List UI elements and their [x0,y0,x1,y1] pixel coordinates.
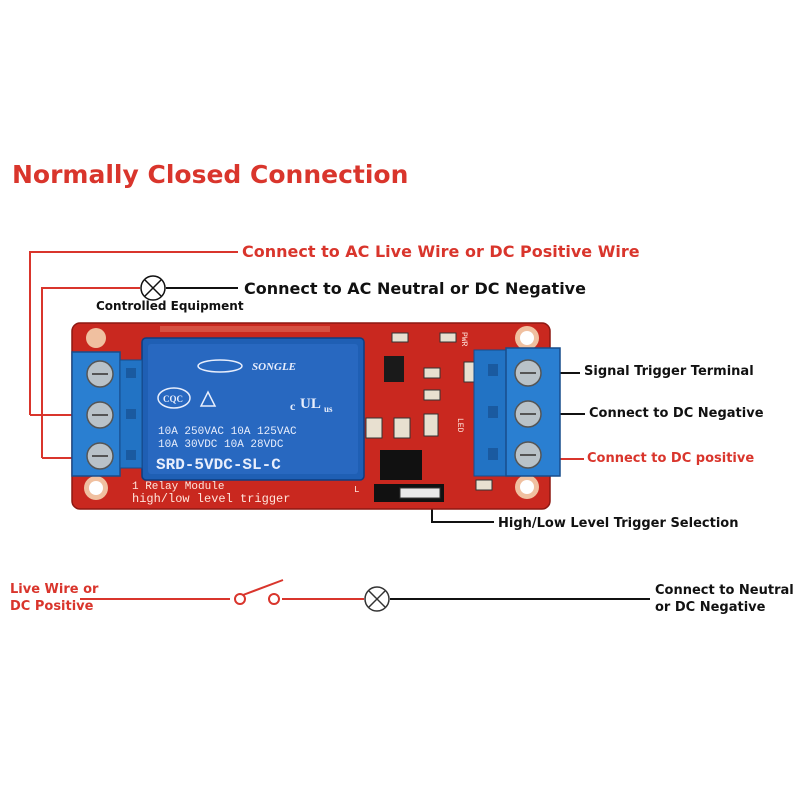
neutral-label: Connect to AC Neutral or DC Negative [244,279,586,298]
live-wire-lines [29,251,584,600]
screw-terminal [86,401,114,429]
dc-positive-label: Connect to DC positive [587,451,755,466]
cqc-logo: CQC [157,387,191,409]
controlled-equipment-label: Controlled Equipment [96,299,244,313]
signal-trigger-label: Signal Trigger Terminal [584,364,754,379]
switch-icon [234,579,284,605]
live-wire-outer-line [29,251,238,415]
relay-brand: SONGLE [252,361,296,373]
svg-text:c: c [290,399,296,413]
screw-terminal [514,400,542,428]
screw-terminal [86,442,114,470]
led-label: LED [455,418,464,433]
screw-terminal [514,359,542,387]
svg-text:CQC: CQC [163,394,183,404]
jumper-cap [399,487,441,499]
relay-model: SRD-5VDC-SL-C [156,456,281,474]
left-terminal-block [71,351,143,477]
ul-mark: c UL us [290,396,333,414]
module-text-1: 1 Relay Module [132,481,224,493]
svg-text:UL: UL [300,396,321,412]
pwr-label: PWR [459,332,468,347]
warning-triangle-icon [199,390,217,407]
bottom-neutral-label: Connect to Neutral or DC Negative [655,583,794,615]
optocoupler [380,450,422,480]
jumper-label: L [354,485,359,495]
svg-text:us: us [324,404,333,414]
bottom-lamp-icon [364,586,390,612]
module-text-2: high/low level trigger [132,492,290,506]
screw-terminal [514,441,542,469]
dc-negative-label: Connect to DC Negative [589,406,764,421]
live-wire-label: Connect to AC Live Wire or DC Positive W… [242,242,640,261]
relay-board: SONGLE CQC c UL us 10A 250VAC 10A 125VAC… [71,322,561,510]
equipment-wire-line [41,287,140,458]
transistor [384,356,404,382]
bottom-live-label: Live Wire or DC Positive [10,582,99,614]
lamp-icon [140,275,166,301]
screw-terminal [86,360,114,388]
relay-ratings-line1: 10A 250VAC 10A 125VAC [158,426,297,438]
page-title: Normally Closed Connection [12,160,409,189]
trigger-selection-label: High/Low Level Trigger Selection [498,516,739,531]
relay-ratings-line2: 10A 30VDC 10A 28VDC [158,439,284,451]
right-terminal-block [473,347,561,477]
mount-hole [86,328,106,348]
